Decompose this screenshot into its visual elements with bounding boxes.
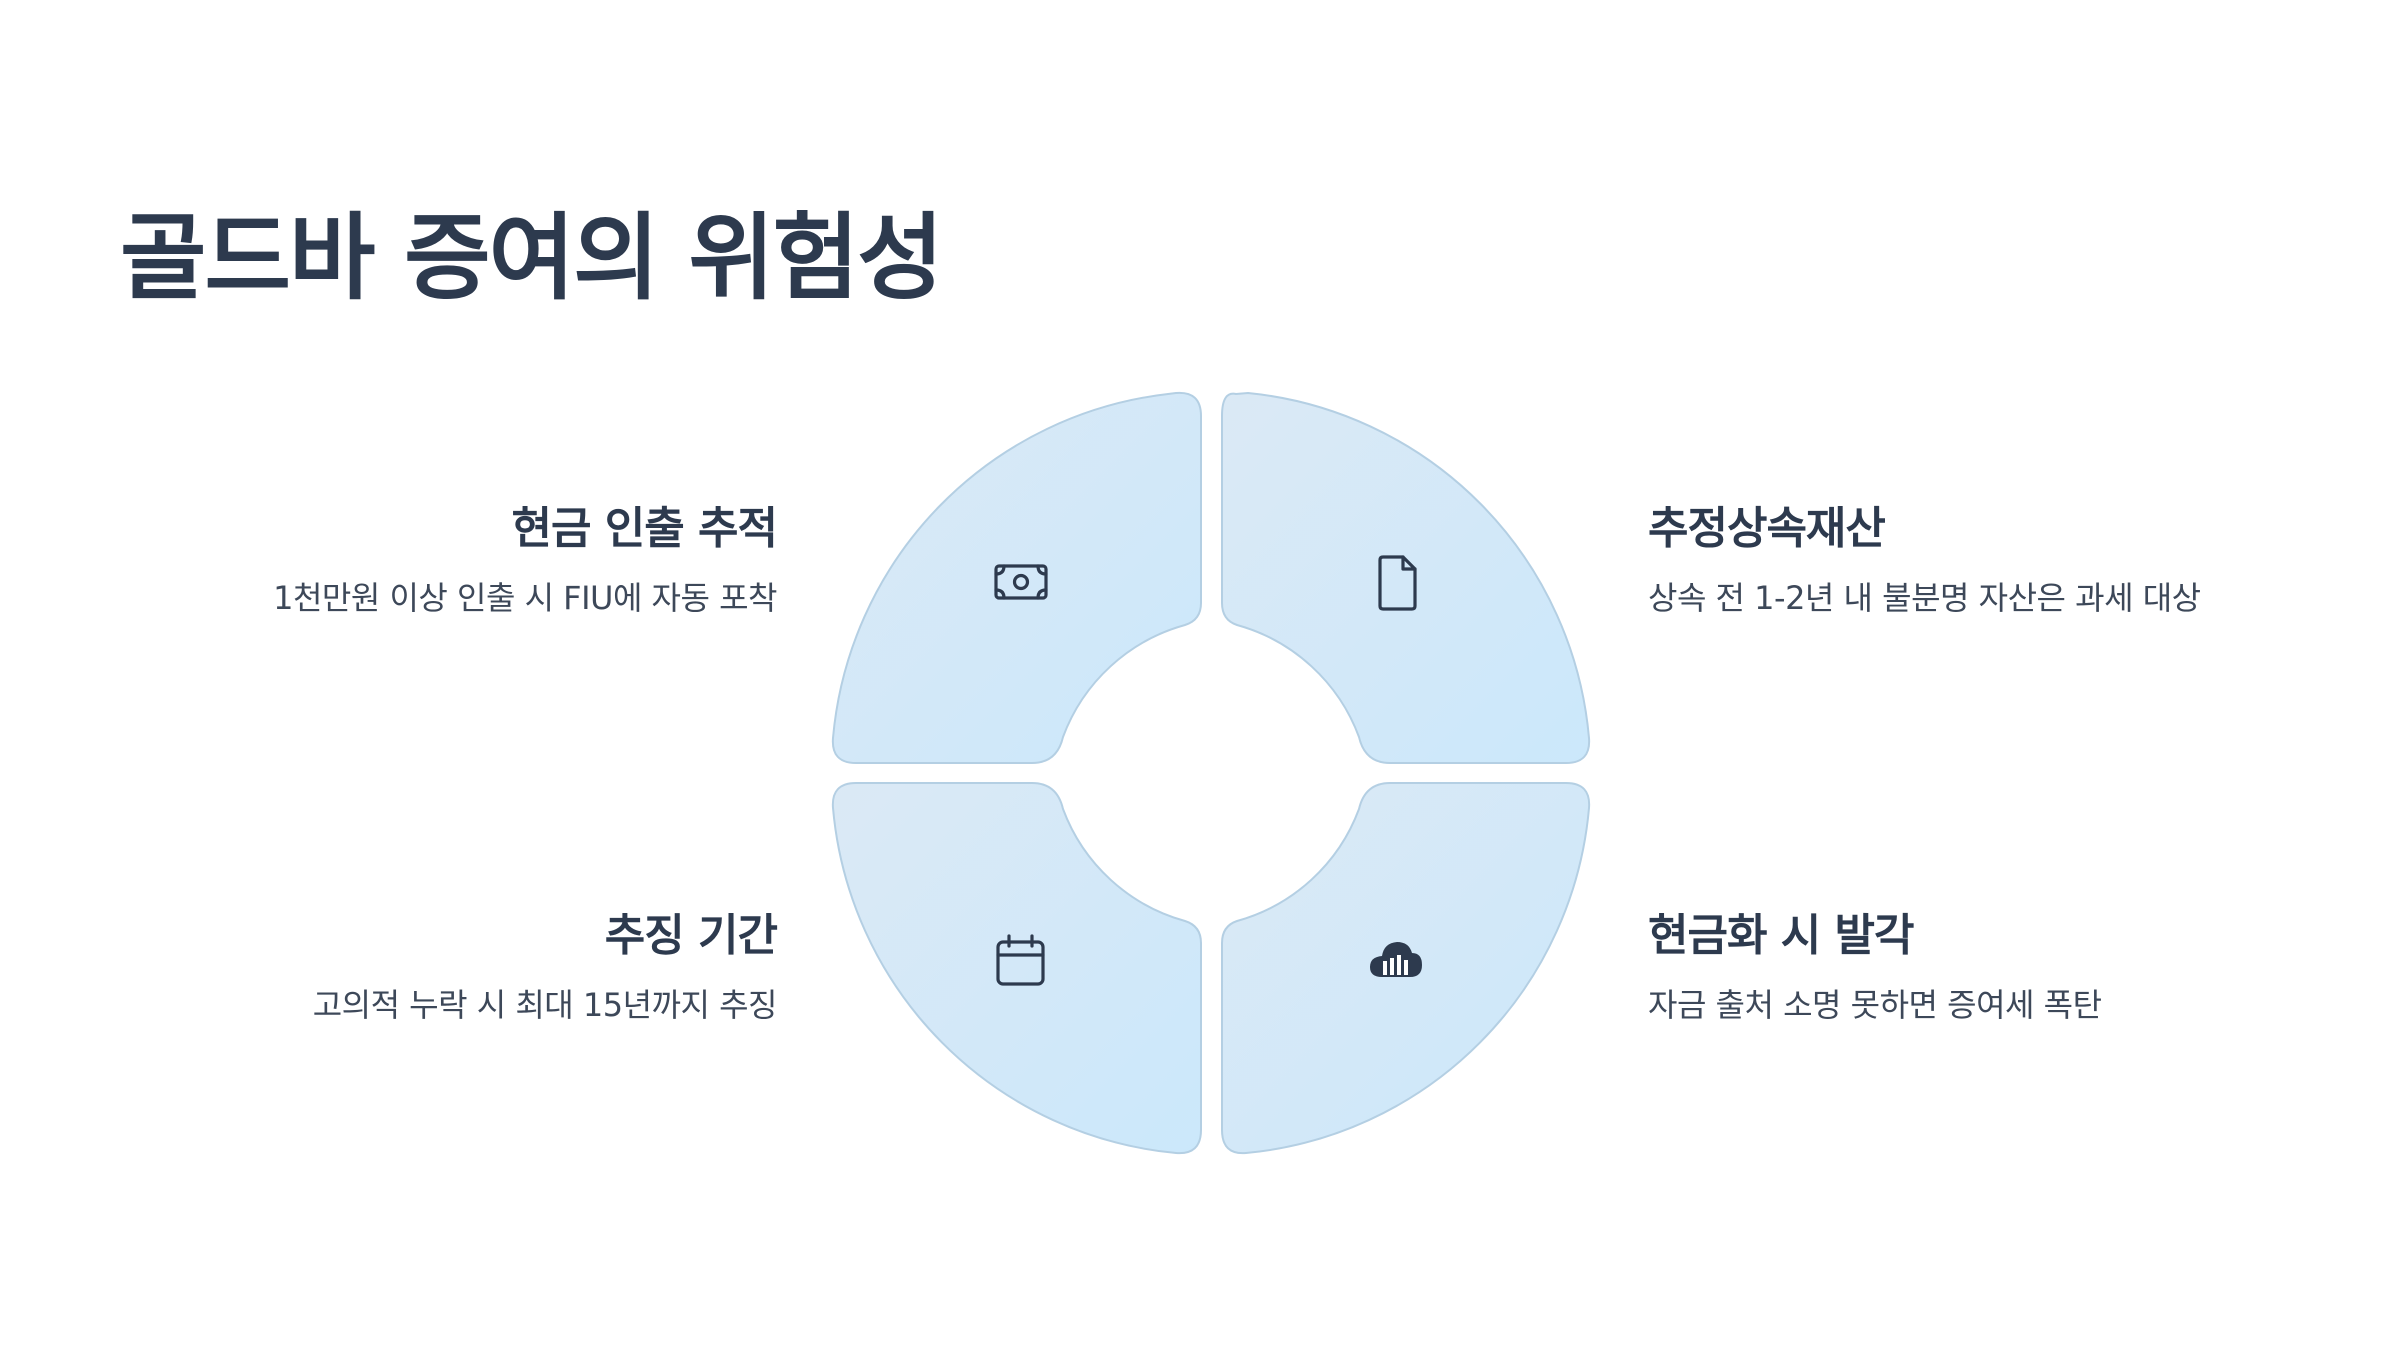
quadrant-heading: 추정상속재산 [1648, 503, 1886, 554]
quadrant-label-top-left: 현금 인출 추적 1천만원 이상 인출 시 FIU에 자동 포착 [137, 503, 778, 619]
quadrant-label-top-right: 추정상속재산 상속 전 1-2년 내 불분명 자산은 과세 대상 [1648, 503, 2288, 619]
segment-top-right [1221, 391, 1591, 764]
document-icon [1378, 555, 1417, 611]
quadrant-heading: 추징 기간 [604, 910, 778, 961]
quadrant-description: 고의적 누락 시 최대 15년까지 추징 [312, 985, 778, 1024]
quadrant-description: 자금 출처 소명 못하면 증여세 폭탄 [1648, 985, 2102, 1024]
quadrant-description: 1천만원 이상 인출 시 FIU에 자동 포착 [273, 578, 777, 617]
page-title: 골드바 증여의 위험성 [120, 204, 944, 313]
quadrant-description: 상속 전 1-2년 내 불분명 자산은 과세 대상 [1648, 578, 2201, 617]
money-bill-icon [994, 564, 1048, 600]
cloud-chart-icon [1370, 942, 1422, 977]
quadrant-label-bottom-right: 현금화 시 발각 자금 출처 소명 못하면 증여세 폭탄 [1648, 910, 2288, 1026]
quadrant-label-bottom-left: 추징 기간 고의적 누락 시 최대 15년까지 추징 [137, 910, 778, 1026]
segment-bottom-left [831, 782, 1202, 1155]
calendar-icon [996, 934, 1045, 986]
quadrant-heading: 현금 인출 추적 [511, 503, 778, 554]
quadrant-heading: 현금화 시 발각 [1648, 910, 1915, 961]
